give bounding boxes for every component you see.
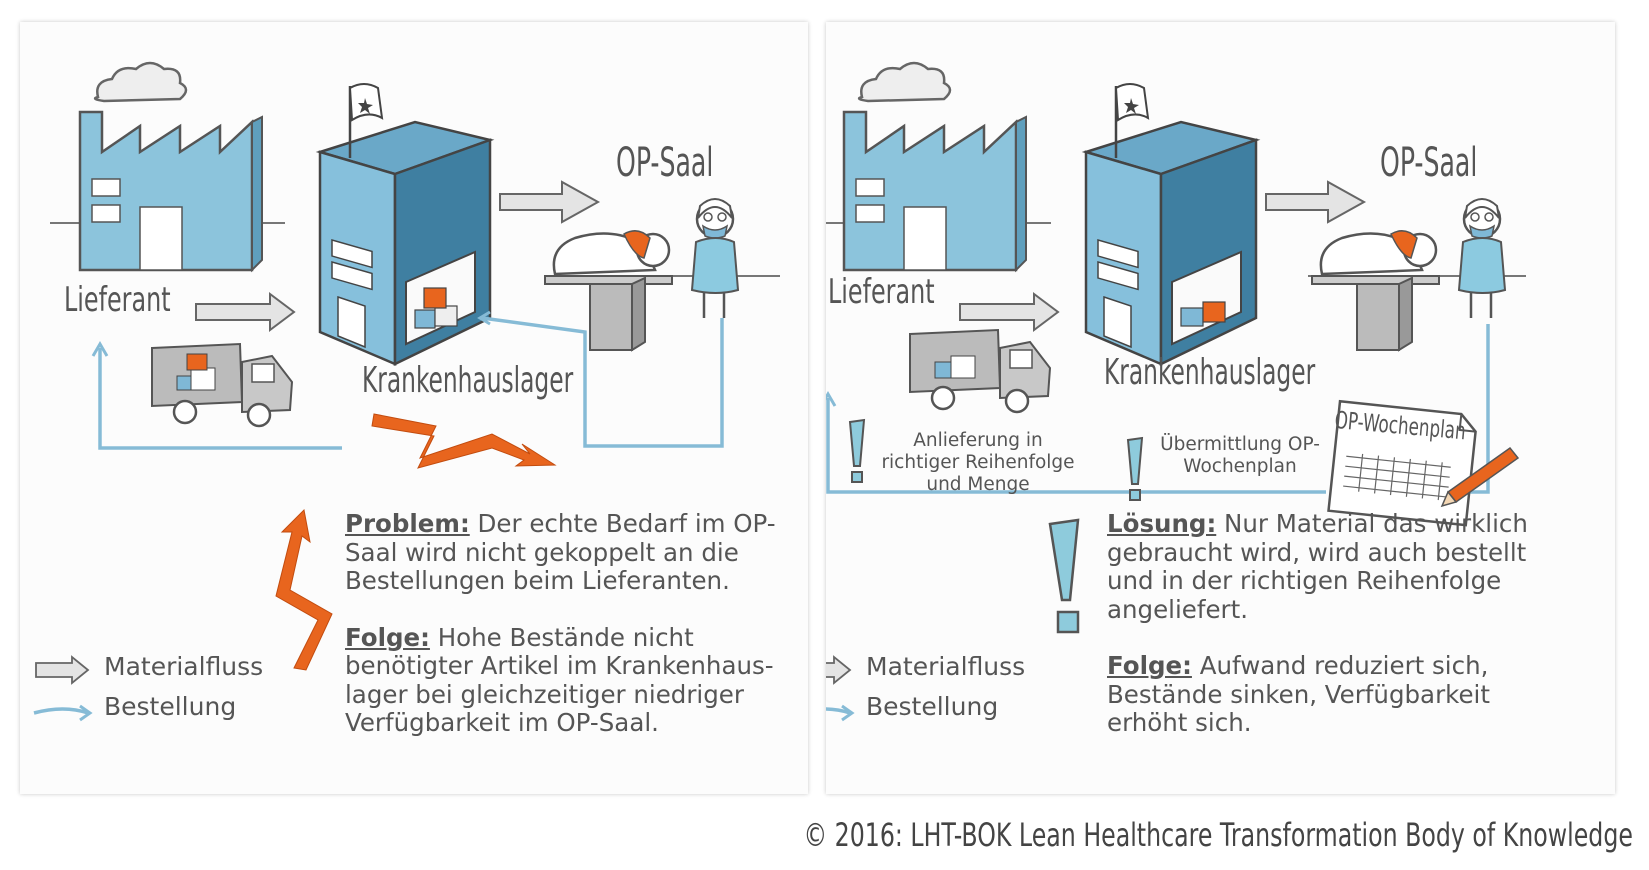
- legend-material-arrow-icon: [35, 655, 90, 685]
- transfer-note: Übermittlung OP-Wochenplan: [1160, 434, 1320, 477]
- consequence-text: Hohe Bestände nicht benötigter Artikel i…: [345, 622, 774, 737]
- order-flow-line: [481, 316, 724, 448]
- pencil-icon: [1440, 446, 1520, 508]
- legend-material-arrow-icon: [826, 655, 852, 685]
- legend-material-label: Materialfluss: [866, 652, 1026, 681]
- supplier-label: Lieferant: [828, 272, 935, 312]
- scene-solution: [826, 61, 1526, 722]
- supplier-label: Lieferant: [64, 280, 171, 320]
- patient-on-table-icon: [1311, 230, 1440, 352]
- surgeon-icon: [1457, 198, 1507, 318]
- legend-order-arrow-icon: [826, 704, 855, 722]
- legend-order-arrow-icon: [33, 704, 93, 722]
- exclamation-icon: [1048, 518, 1080, 634]
- order-flow-line: [826, 398, 1326, 494]
- consequence-heading: Folge:: [1107, 651, 1192, 680]
- material-flow-arrow: [1265, 180, 1367, 224]
- solution-heading: Lösung:: [1107, 509, 1217, 538]
- legend-order-label: Bestellung: [866, 692, 999, 721]
- weekly-plan-sheet: [1327, 399, 1477, 527]
- panel-solution: Lieferant OP-Saal Krankenhauslager Anlie…: [826, 22, 1615, 794]
- or-label: OP-Saal: [616, 140, 714, 186]
- warehouse-icon: [315, 83, 495, 366]
- scene-problem: [33, 61, 780, 722]
- cloud-icon: [857, 61, 952, 103]
- truck-icon: [909, 328, 1052, 414]
- or-label: OP-Saal: [1380, 140, 1478, 186]
- patient-on-table-icon: [544, 230, 673, 352]
- copyright-notice: © 2016: LHT-BOK Lean Healthcare Transfor…: [803, 816, 1633, 854]
- material-flow-arrow: [959, 292, 1060, 332]
- factory-icon: [78, 110, 263, 273]
- warehouse-icon: [1081, 83, 1261, 366]
- problem-text: Der echte Bedarf im OP-Saal wird nicht g…: [345, 509, 776, 595]
- material-flow-arrow: [499, 180, 601, 224]
- solution-text: Nur Material das wirklich gebraucht wird…: [1107, 509, 1528, 624]
- warehouse-label: Krankenhauslager: [1104, 352, 1316, 393]
- consequence-text: Aufwand reduziert sich, Bestände sinken,…: [1107, 651, 1490, 737]
- solution-text-block: Lösung: Nur Material das wirklich gebrau…: [1107, 509, 1547, 766]
- surgeon-icon: [690, 198, 740, 318]
- zigzag-up-arrow: [275, 508, 333, 671]
- truck-icon: [151, 342, 294, 428]
- delivery-note: Anlieferung in richtiger Reihenfolge und…: [881, 430, 1075, 495]
- material-flow-arrow: [195, 292, 296, 332]
- exclamation-icon: [1126, 436, 1144, 501]
- consequence-heading: Folge:: [345, 622, 430, 652]
- panel-problem: Lieferant OP-Saal Krankenhauslager Probl…: [20, 22, 808, 794]
- warehouse-label: Krankenhauslager: [362, 360, 574, 401]
- cloud-icon: [93, 61, 188, 103]
- problem-heading: Problem:: [345, 509, 470, 538]
- legend-order-label: Bestellung: [104, 692, 237, 721]
- zigzag-down-arrow: [371, 413, 557, 469]
- legend-material-label: Materialfluss: [104, 652, 264, 681]
- problem-text-block: Problem: Der echte Bedarf im OP-Saal wir…: [345, 509, 785, 766]
- exclamation-icon: [848, 418, 866, 483]
- order-flow-line: [98, 348, 342, 450]
- factory-icon: [842, 110, 1027, 273]
